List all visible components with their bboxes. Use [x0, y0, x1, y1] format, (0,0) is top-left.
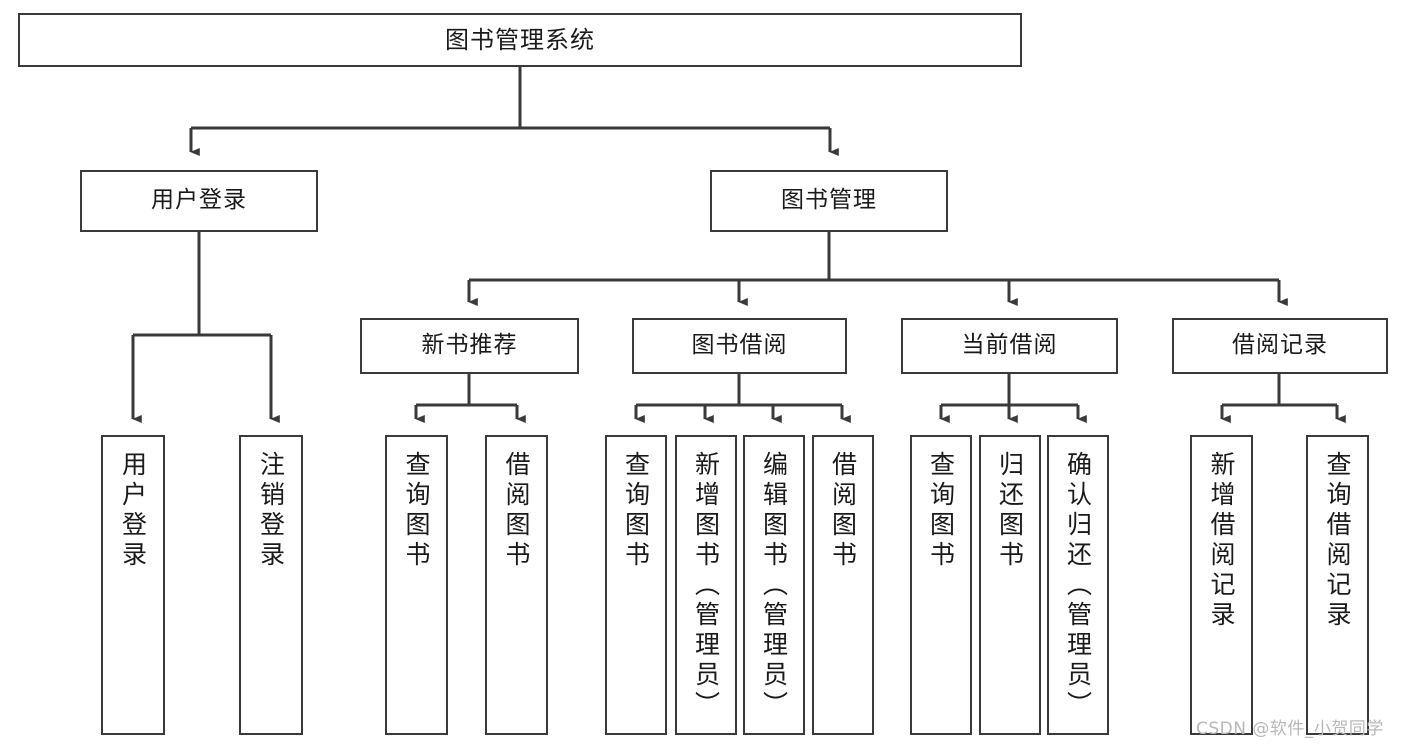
- node-book-borrow[interactable]: 图书借阅: [632, 318, 847, 374]
- watermark: CSDN @软件_小贺同学: [1196, 719, 1384, 739]
- node-user-login[interactable]: 用户登录: [80, 170, 318, 232]
- leaf-query-record-label: 查询借阅记录: [1323, 451, 1352, 631]
- leaf-user-login-label: 用户登录: [118, 451, 148, 571]
- node-borrow-record-label: 借阅记录: [1232, 332, 1328, 359]
- leaf-borrow-book-2[interactable]: 借阅图书: [812, 435, 874, 735]
- leaf-logout-login[interactable]: 注销登录: [239, 435, 303, 735]
- leaf-add-record[interactable]: 新增借阅记录: [1190, 435, 1253, 735]
- leaf-return-book-label: 归还图书: [995, 451, 1025, 571]
- leaf-return-book[interactable]: 归还图书: [979, 435, 1041, 735]
- leaf-query-book-3-label: 查询图书: [926, 451, 956, 571]
- leaf-add-record-label: 新增借阅记录: [1207, 451, 1236, 631]
- leaf-query-book-3[interactable]: 查询图书: [910, 435, 972, 735]
- leaf-add-book[interactable]: 新增图书（管理员）: [675, 435, 737, 735]
- leaf-query-record[interactable]: 查询借阅记录: [1306, 435, 1369, 735]
- node-book-manage[interactable]: 图书管理: [710, 170, 948, 232]
- leaf-query-book-1-label: 查询图书: [402, 451, 431, 571]
- leaf-borrow-book-2-label: 借阅图书: [828, 451, 858, 571]
- node-new-book-recommend-label: 新书推荐: [421, 332, 518, 359]
- node-new-book-recommend[interactable]: 新书推荐: [360, 318, 579, 374]
- node-current-borrow-label: 当前借阅: [961, 332, 1058, 359]
- leaf-user-login[interactable]: 用户登录: [101, 435, 165, 735]
- leaf-edit-book-label: 编辑图书（管理员）: [759, 451, 789, 721]
- leaf-borrow-book-1[interactable]: 借阅图书: [485, 435, 548, 735]
- leaf-edit-book[interactable]: 编辑图书（管理员）: [743, 435, 805, 735]
- leaf-query-book-2-label: 查询图书: [621, 451, 651, 571]
- leaf-add-book-label: 新增图书（管理员）: [691, 451, 721, 721]
- node-root-label: 图书管理系统: [445, 25, 595, 54]
- leaf-logout-login-label: 注销登录: [256, 451, 286, 571]
- leaf-query-book-2[interactable]: 查询图书: [605, 435, 667, 735]
- node-current-borrow[interactable]: 当前借阅: [901, 318, 1118, 374]
- leaf-confirm-return-label: 确认归还（管理员）: [1063, 451, 1093, 721]
- node-root[interactable]: 图书管理系统: [18, 13, 1022, 67]
- node-borrow-record[interactable]: 借阅记录: [1172, 318, 1388, 374]
- node-book-borrow-label: 图书借阅: [691, 332, 788, 359]
- leaf-query-book-1[interactable]: 查询图书: [385, 435, 448, 735]
- node-user-login-label: 用户登录: [151, 187, 247, 214]
- node-book-manage-label: 图书管理: [781, 187, 877, 214]
- leaf-confirm-return[interactable]: 确认归还（管理员）: [1047, 435, 1109, 735]
- leaf-borrow-book-1-label: 借阅图书: [502, 451, 531, 571]
